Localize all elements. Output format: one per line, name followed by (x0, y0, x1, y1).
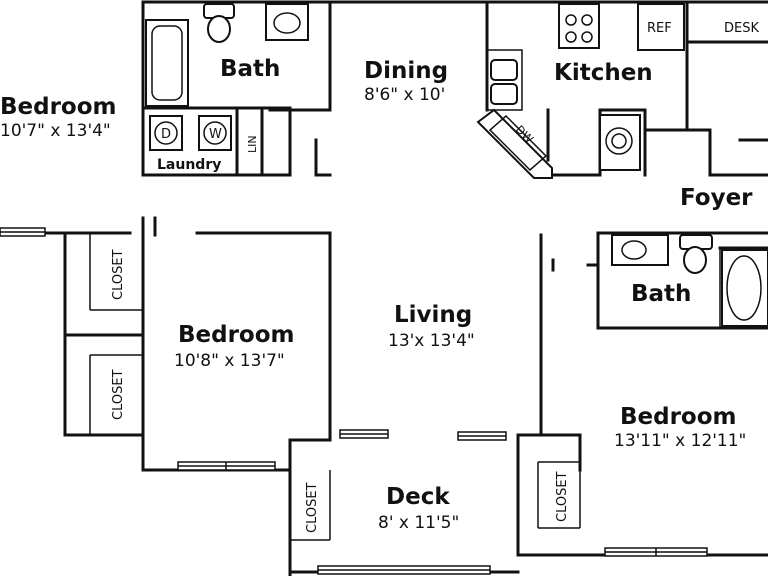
room-name: Bedroom (0, 94, 117, 120)
washer-label: W (209, 127, 222, 142)
stove (558, 3, 600, 49)
peninsula (476, 108, 553, 179)
linen-label: LIN (246, 135, 259, 153)
room-dims: 13'11" x 12'11" (614, 431, 746, 451)
room-name: Foyer (680, 185, 753, 211)
room-name: Dining (364, 58, 448, 84)
ref-label: REF (647, 21, 672, 36)
room-name: Bedroom (178, 322, 295, 348)
room-name: Bath (631, 281, 691, 307)
closet-label: CLOSET (111, 369, 126, 420)
fixtures (145, 3, 768, 327)
room-name: Bedroom (620, 404, 737, 430)
room-name: Living (394, 302, 472, 328)
dryer-label: D (161, 127, 171, 142)
closet-label: CLOSET (305, 482, 320, 533)
room-name: Kitchen (554, 60, 653, 86)
room-dims: 8'6" x 10' (364, 85, 445, 105)
refrigerator (637, 3, 685, 51)
desk-label: DESK (724, 21, 759, 36)
closet-label: CLOSET (111, 249, 126, 300)
sink (265, 3, 309, 41)
sink-kitchen (490, 59, 518, 81)
windows (0, 227, 708, 575)
water-heater (605, 127, 633, 155)
bathtub (145, 19, 189, 107)
closet-label: CLOSET (555, 471, 570, 522)
room-name: Bath (220, 56, 280, 82)
room-dims: 10'8" x 13'7" (174, 351, 285, 371)
room-name: Deck (386, 484, 450, 510)
laundry-label: Laundry (157, 157, 221, 173)
room-dims: 10'7" x 13'4" (0, 121, 111, 141)
room-dims: 13'x 13'4" (388, 331, 475, 351)
room-dims: 8' x 11'5" (378, 513, 459, 533)
